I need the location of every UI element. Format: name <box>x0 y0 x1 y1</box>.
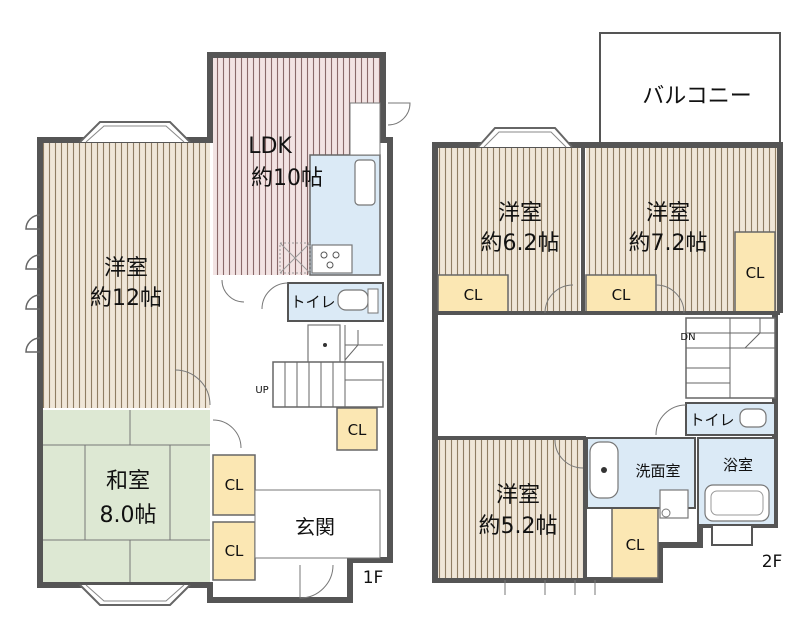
closet-2f-d-label: CL <box>626 536 645 554</box>
floor-label-1f: 1F <box>363 568 384 588</box>
room-western-72-name: 洋室 <box>646 201 690 226</box>
toilet-1f-label: トイレ <box>290 293 335 311</box>
closet-2f-b-label: CL <box>612 286 631 304</box>
genkan-name: 玄関 <box>295 515 335 539</box>
washitsu-floor <box>43 410 210 582</box>
bay-window-2f-a <box>477 127 573 148</box>
closet-2f-d <box>611 507 659 579</box>
bay-window-1f-bottom <box>79 584 191 606</box>
closet-1f-c-label: CL <box>225 542 244 560</box>
closet-1f-a <box>336 407 378 451</box>
room-western-62-size: 約6.2帖 <box>481 231 560 256</box>
room-western-52-size: 約5.2帖 <box>479 514 558 539</box>
room-western-52-floor <box>438 440 583 578</box>
room-western-12-name: 洋室 <box>104 256 148 281</box>
stairs-2f <box>685 317 776 399</box>
kitchen-stove <box>311 244 353 274</box>
closet-2f-a-label: CL <box>464 286 483 304</box>
floor-label-2f: 2F <box>762 552 783 572</box>
fridge-space <box>279 242 311 274</box>
stairs-dn-label: DN <box>680 332 695 343</box>
closet-1f-b <box>212 454 256 516</box>
stairs-up-label: UP <box>255 385 268 396</box>
ldk-size: 約10帖 <box>251 166 323 191</box>
washitsu-size: 8.0帖 <box>100 503 157 528</box>
washroom-label: 洗面室 <box>635 462 680 480</box>
balcony <box>599 32 781 144</box>
room-western-52-name: 洋室 <box>496 483 540 508</box>
washitsu-name: 和室 <box>106 469 150 494</box>
closet-1f-a-label: CL <box>348 421 367 439</box>
first-floor <box>25 52 411 606</box>
room-western-62-name: 洋室 <box>498 201 542 226</box>
room-western-12-floor <box>43 143 210 408</box>
ldk-name: LDK <box>248 134 292 159</box>
ldk-floor-ext <box>350 58 380 103</box>
room-western-72-size: 約7.2帖 <box>629 231 708 256</box>
toilet-2f-label: トイレ <box>689 411 734 429</box>
closet-1f-b-label: CL <box>225 476 244 494</box>
kitchen-sink <box>354 159 376 206</box>
room-western-12-size: 約12帖 <box>90 286 162 311</box>
bay-window-1f-top <box>79 121 191 143</box>
genkan-floor <box>254 489 381 559</box>
side-windows-left <box>25 214 41 353</box>
stairs-1f <box>272 325 384 408</box>
second-floor <box>432 32 783 595</box>
closet-2f-c-label: CL <box>746 264 765 282</box>
balcony-label: バルコニー <box>642 84 752 109</box>
bath-label: 浴室 <box>723 456 753 474</box>
